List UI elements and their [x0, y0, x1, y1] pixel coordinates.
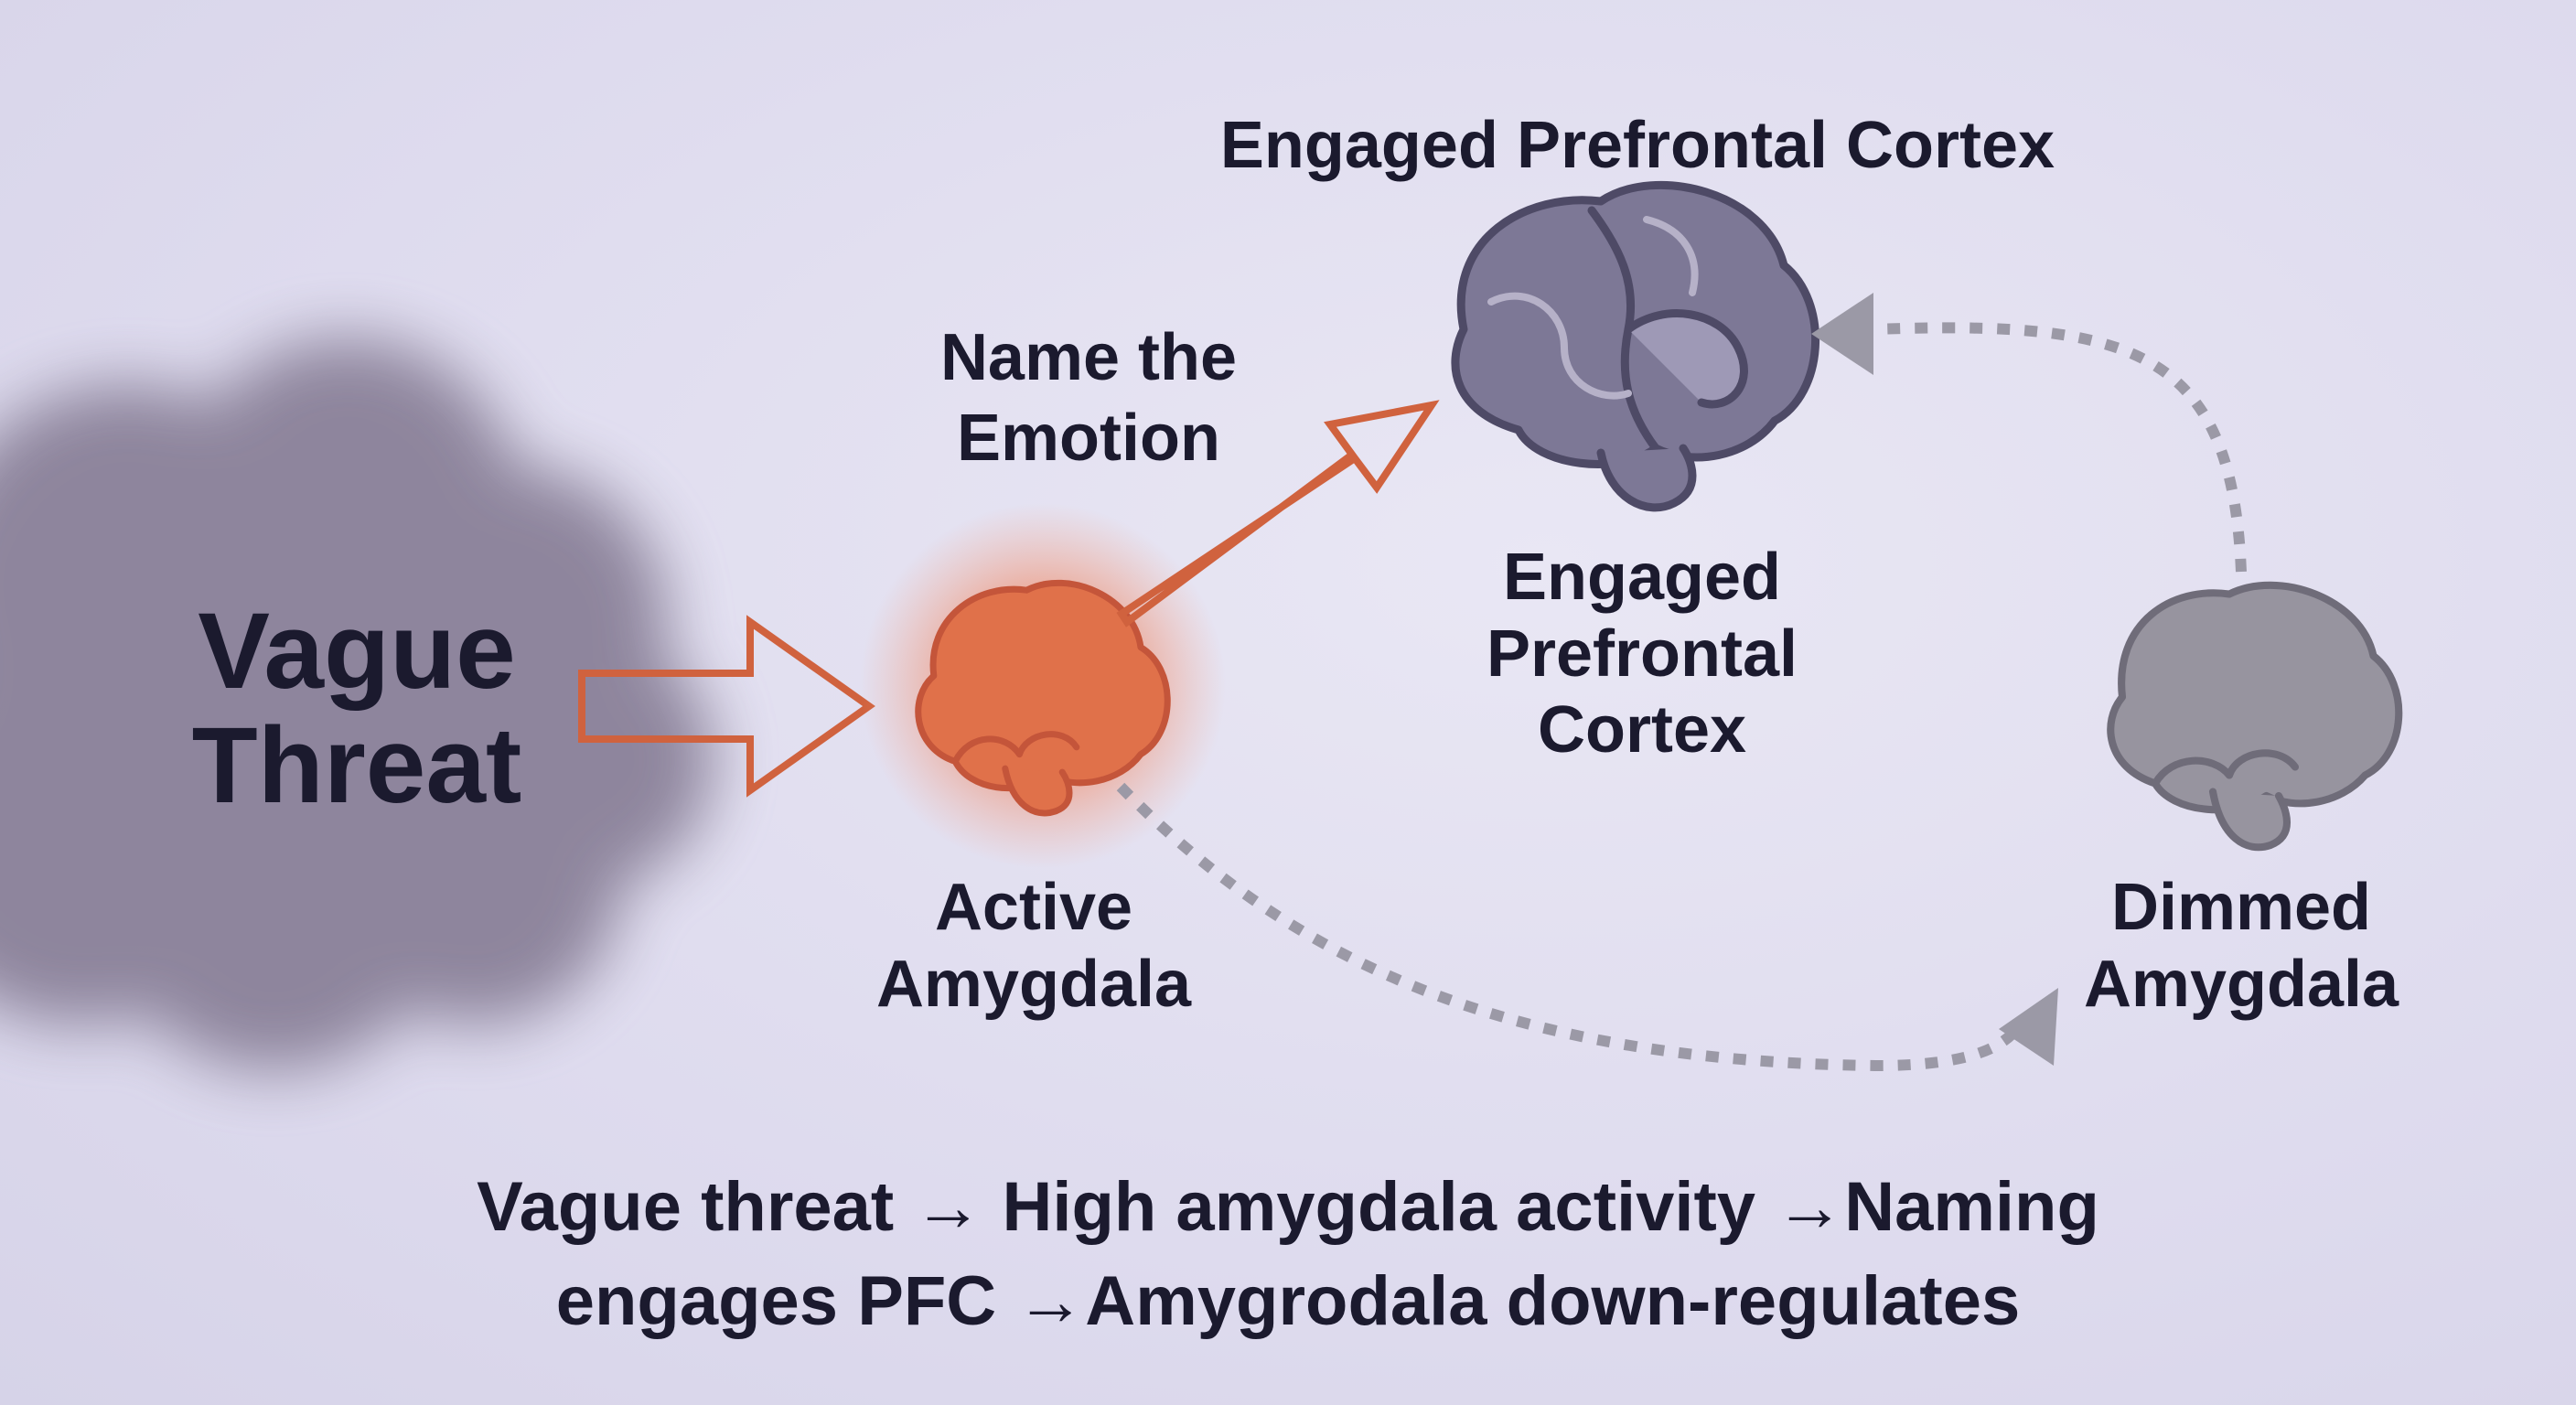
- threat-to-amygdala-arrow: [578, 615, 875, 798]
- summary-caption: Vague threat → High amygdala activity →N…: [477, 1168, 2099, 1341]
- threat-cloud: [0, 338, 714, 1070]
- dimmed-amygdala-brain-icon: [2107, 581, 2403, 852]
- naming-label: Name the Emotion: [939, 321, 1238, 475]
- dimmed-amygdala-label: Dimmed Amygdala: [2083, 871, 2399, 1022]
- pfc-label: Engaged Prefrontal Cortex: [1486, 541, 1798, 767]
- active-amygdala-label: Active Amygdala: [875, 871, 1192, 1022]
- page-title: Engaged Prefrontal Cortex: [1219, 109, 2055, 182]
- amygdala-to-dimmed-dotted-arrow: [1116, 782, 2017, 1072]
- threat-label: Vague Threat: [191, 591, 522, 827]
- dimmed-to-pfc-dotted-arrow: [1874, 322, 2247, 573]
- pfc-brain-icon: [1451, 180, 1819, 512]
- amygdala-to-dimmed-arrowhead: [1999, 988, 2058, 1066]
- naming-arrow: [1116, 400, 1440, 627]
- dimmed-to-pfc-arrowhead: [1811, 293, 1873, 375]
- active-amygdala-brain-icon: [915, 579, 1171, 817]
